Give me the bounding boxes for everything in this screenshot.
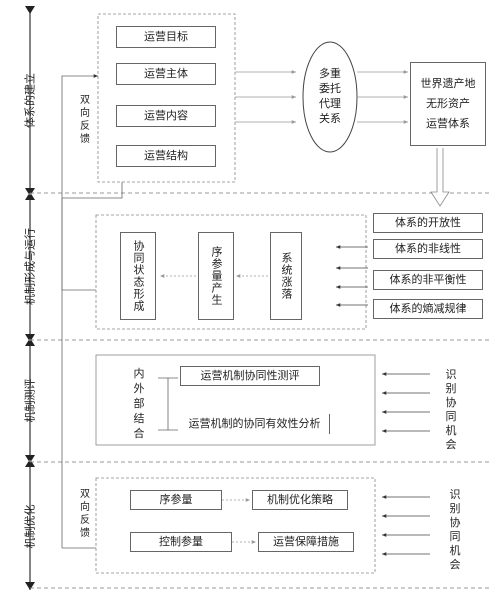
timeline-tick-5: [25, 582, 35, 590]
timeline-tick-2: [25, 188, 35, 200]
down-hollow-arrow: [430, 148, 450, 207]
stage-label-1: 体系的建立: [23, 73, 37, 128]
system-nonequilibrium-box: 体系的非平衡性: [373, 270, 483, 290]
inner-outer-combination: 内 外 部 结 合: [133, 367, 145, 440]
system-entropy-box: 体系的熵减规律: [373, 299, 483, 319]
timeline-tick-3: [25, 334, 35, 346]
system-nonlinearity-box: 体系的非线性: [373, 239, 483, 259]
stage-label-3: 机制测评: [23, 378, 37, 423]
synergy-state-box: 协同状态形成: [120, 232, 156, 320]
heritage-asset-system-box: 世界遗产地 无形资产 运营体系: [410, 62, 486, 146]
stage1-group-frame: [97, 13, 236, 183]
control-param-box: 控制参量: [130, 532, 232, 552]
operation-subject-box: 运营主体: [116, 63, 216, 85]
stage1-feedback-label: 双 向 反 馈: [80, 95, 90, 145]
stage4-feedback-label: 双 向 反 馈: [80, 489, 90, 539]
order-parameter-box: 序参量产生: [198, 232, 234, 320]
timeline-tick-4: [25, 455, 35, 467]
stage2-group-frame: [95, 214, 367, 330]
system-openness-box: 体系的开放性: [373, 213, 483, 233]
operation-goal-box: 运营目标: [116, 26, 216, 48]
optimization-strategy-box: 机制优化策略: [252, 490, 348, 510]
system-fluctuation-box: 系统涨落: [270, 232, 302, 320]
operation-structure-box: 运营结构: [116, 145, 216, 167]
agency-relation-text: 多重 委托 代理 关系: [319, 67, 341, 125]
guarantee-measures-box: 运营保障措施: [258, 532, 354, 552]
stage4-identify-opportunity: 识 别 协 同 机 会: [449, 488, 461, 571]
stage-label-2: 机制形成与运行: [23, 228, 37, 305]
synergy-effectiveness-box: 运营机制的协同有效性分析: [180, 414, 330, 434]
stage3-identify-opportunity: 识 别 协 同 机 会: [445, 368, 457, 451]
synergy-evaluation-box: 运营机制协同性测评: [180, 366, 320, 386]
stage4-group-frame: [95, 477, 376, 574]
order-param-box: 序参量: [130, 490, 222, 510]
stage-label-4: 机制优化: [23, 504, 37, 549]
operation-content-box: 运营内容: [116, 105, 216, 127]
timeline-tick-1: [25, 6, 35, 14]
stage3-group-frame: [95, 354, 376, 446]
